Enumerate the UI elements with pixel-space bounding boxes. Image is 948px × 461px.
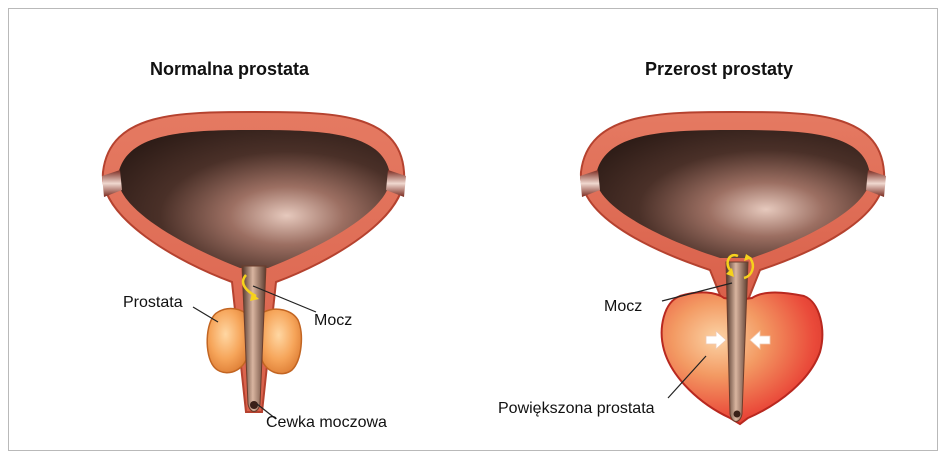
enlarged-prostate-title: Przerost prostaty	[645, 59, 793, 80]
urethra-label: Cewka moczowa	[266, 414, 387, 432]
urine-label: Mocz	[314, 312, 352, 330]
prostate-label: Prostata	[123, 294, 183, 312]
enlarged-urine-label: Mocz	[604, 298, 642, 316]
enlarged-prostate-label: Powiększona prostata	[498, 400, 655, 418]
normal-prostate-title: Normalna prostata	[150, 59, 309, 80]
